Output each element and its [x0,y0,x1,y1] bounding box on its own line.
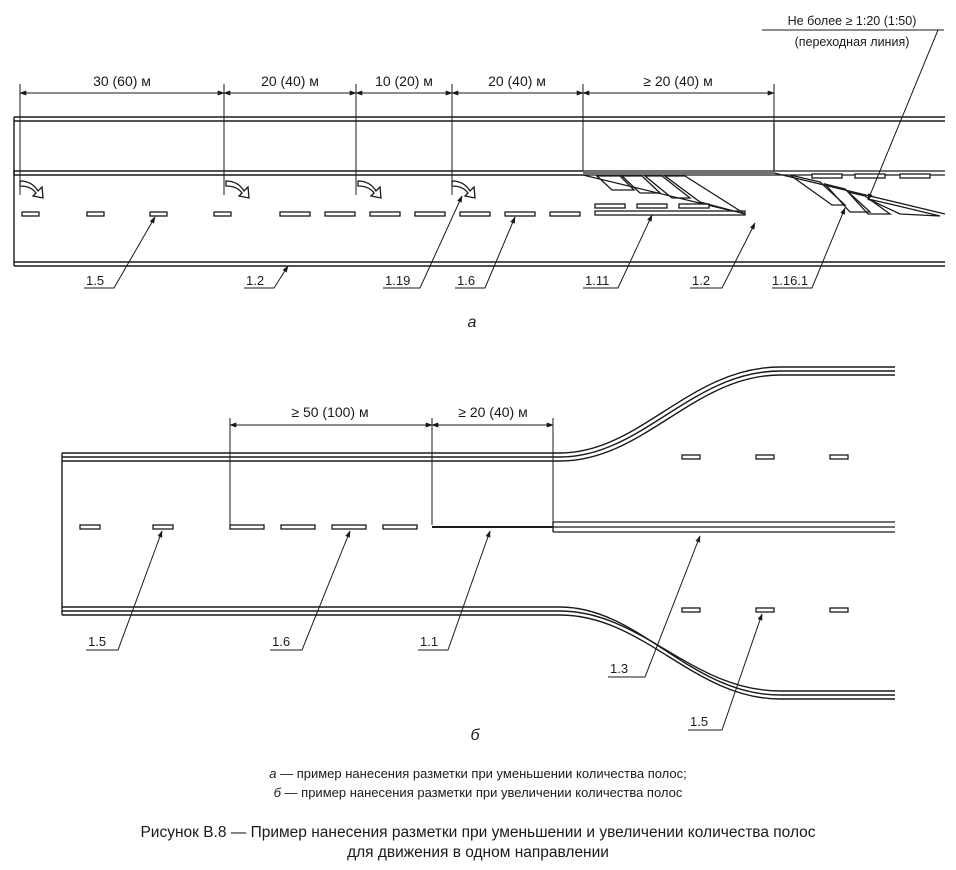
label-a-1-2: 1.2 [246,273,264,288]
road-b-bottom-edge [62,606,895,700]
marking-1-6-dashes [279,211,581,217]
label-b-1-1: 1.1 [420,634,438,649]
hatch-wedge-2 [789,174,941,217]
sub-label-b: б [471,727,481,744]
figure-a-text: 30 (60) м 20 (40) м 10 (20) м 20 (40) м … [86,14,916,331]
leaders-a [84,29,944,289]
marking-1-5-dashes-b [79,454,849,613]
dim-a-5: ≥ 20 (40) м [643,73,712,89]
label-b-1-6: 1.6 [272,634,290,649]
legend-b-text: — пример нанесения разметки при увеличен… [280,785,683,800]
leaders-b [86,530,763,731]
figure-b [61,366,895,731]
marking-1-5-dashes [21,211,232,217]
dimension-ext-b [229,418,554,525]
caption-line-1: Рисунок В.8 — Пример нанесения разметки … [140,824,816,841]
dim-a-3: 10 (20) м [375,73,433,89]
sub-label-a: а [468,314,477,331]
hatch-wedge-1 [595,175,746,215]
marking-1-3 [552,521,895,533]
road-a-edges [13,116,945,267]
dim-b-2: ≥ 20 (40) м [458,404,527,420]
legend-a-text: — пример нанесения разметки при уменьшен… [276,766,687,781]
label-a-1-16-1: 1.16.1 [772,273,808,288]
legend-line-a: а — пример нанесения разметки при уменьш… [0,764,956,783]
dim-a-4: 20 (40) м [488,73,546,89]
dim-b-1: ≥ 50 (100) м [291,404,368,420]
label-b-1-5: 1.5 [88,634,106,649]
marking-1-11-dashes [594,203,746,216]
label-a-1-5: 1.5 [86,273,104,288]
label-a-1-11: 1.11 [585,273,609,288]
legend-a-letter: а [269,766,277,781]
note-line-1: Не более ≥ 1:20 (1:50) [788,14,917,28]
dim-a-2: 20 (40) м [261,73,319,89]
caption-line-2: для движения в одном направлении [347,844,609,861]
label-a-1-6: 1.6 [457,273,475,288]
figure-a [13,29,946,289]
label-a-1-2b: 1.2 [692,273,710,288]
note-line-2: (переходная линия) [795,35,910,49]
label-a-1-19: 1.19 [385,273,410,288]
legend-line-b: б — пример нанесения разметки при увелич… [0,783,956,802]
label-b-1-3: 1.3 [610,661,628,676]
label-b-1-5b: 1.5 [690,714,708,729]
dimension-ext-a [19,84,775,195]
figure-caption: Рисунок В.8 — Пример нанесения разметки … [0,823,956,863]
legend: а — пример нанесения разметки при уменьш… [0,764,956,802]
road-b-top-edge [62,366,895,462]
legend-b-letter: б [273,785,281,800]
dim-a-1: 30 (60) м [93,73,151,89]
marking-upper-dashes [811,173,931,179]
marking-1-6-dashes-b [229,524,418,530]
marking-1-19-arrows [19,180,476,199]
figure-b-text: ≥ 50 (100) м ≥ 20 (40) м 1.5 1.6 1.1 1.3… [88,404,708,744]
marking-1-2-taper [582,123,946,215]
